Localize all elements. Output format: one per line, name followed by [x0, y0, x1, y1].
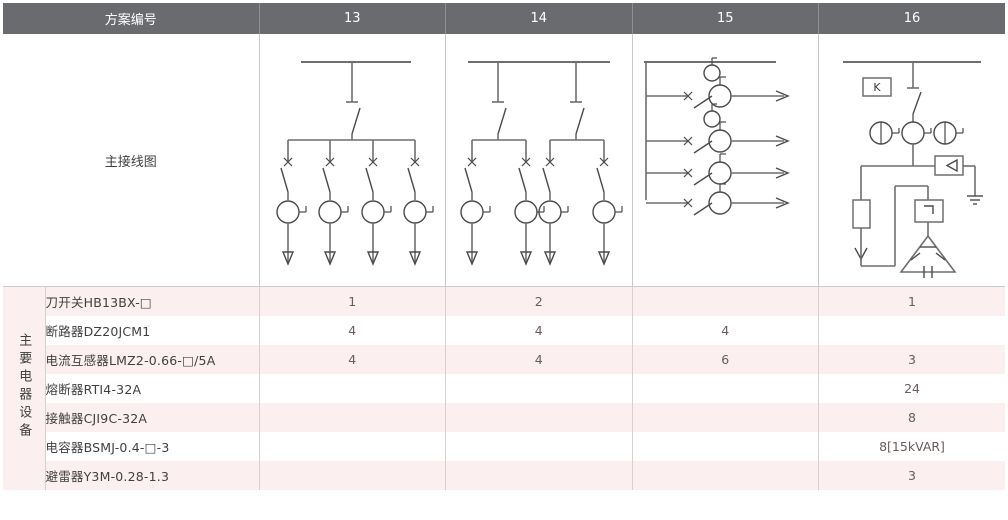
ct-left	[869, 121, 900, 145]
table-header: 方案编号 13 14 15 16	[3, 3, 1006, 34]
cell-15: 4	[632, 316, 820, 345]
cell-13	[259, 461, 447, 490]
cell-13: 4	[259, 316, 447, 345]
table-body: 主接线图	[3, 34, 1006, 490]
cell-14	[445, 432, 633, 461]
cell-15	[632, 461, 820, 490]
cell-16: 1	[818, 286, 1006, 316]
cell-15	[632, 403, 820, 432]
diagram-cell-13	[259, 34, 447, 287]
dual-incoming-four-feeder-diagram	[460, 60, 623, 266]
cell-16	[818, 316, 1006, 345]
cell-16: 24	[818, 374, 1006, 403]
header-col-13: 13	[259, 3, 447, 34]
item-name: 断路器DZ20JCM1	[45, 316, 260, 345]
cell-13	[259, 432, 447, 461]
cell-13	[259, 403, 447, 432]
cell-15: 6	[632, 345, 820, 374]
cell-14: 2	[445, 286, 633, 316]
table-row: 接触器CJI9C-32A 8	[3, 403, 1006, 432]
cell-16: 3	[818, 461, 1006, 490]
header-col-14: 14	[445, 3, 633, 34]
cell-15	[632, 374, 820, 403]
table-row: 熔断器RTI4-32A 24	[3, 374, 1006, 403]
ct-extra-1	[703, 57, 721, 82]
cell-13	[259, 374, 447, 403]
cell-13: 1	[259, 286, 447, 316]
diagram-row: 主接线图	[3, 34, 1006, 287]
header-scheme-number: 方案编号	[3, 3, 260, 34]
item-name: 电容器BSMJ-0.4-□-3	[45, 432, 260, 461]
svg-text:K: K	[873, 81, 881, 94]
cell-14: 4	[445, 345, 633, 374]
header-row: 方案编号 13 14 15 16	[3, 3, 1006, 34]
diagram-cell-16: K	[818, 34, 1006, 287]
diagram-cell-15	[632, 34, 820, 287]
table-row: 电容器BSMJ-0.4-□-3 8[15kVAR]	[3, 432, 1006, 461]
diagram-cell-14	[445, 34, 633, 287]
horizontal-bus-four-feeder-diagram	[644, 57, 791, 216]
cell-15	[632, 432, 820, 461]
k-label-box: K	[862, 77, 892, 97]
single-incoming-four-feeder-diagram	[276, 60, 434, 266]
item-name: 电流互感器LMZ2-0.66-□/5A	[45, 345, 260, 374]
cell-16: 3	[818, 345, 1006, 374]
item-name: 刀开关HB13BX-□	[45, 286, 260, 316]
cell-15	[632, 286, 820, 316]
ct-middle	[901, 121, 932, 145]
group-label-text: 主要电器设备	[16, 333, 32, 441]
cell-16: 8	[818, 403, 1006, 432]
table-row: 避雷器Y3M-0.28-1.3 3	[3, 461, 1006, 490]
table-row: 电流互感器LMZ2-0.66-□/5A 4 4 6 3	[3, 345, 1006, 374]
cell-16: 8[15kVAR]	[818, 432, 1006, 461]
group-label-main-equipment: 主要电器设备	[3, 286, 46, 490]
capacitor-compensation-diagram: K	[843, 60, 984, 278]
cell-14: 4	[445, 316, 633, 345]
cell-14	[445, 374, 633, 403]
spec-table-sheet: 方案编号 13 14 15 16 主接线图	[0, 3, 1008, 520]
header-col-15: 15	[632, 3, 820, 34]
scheme-spec-table: 方案编号 13 14 15 16 主接线图	[3, 3, 1006, 490]
cell-14	[445, 403, 633, 432]
item-name: 接触器CJI9C-32A	[45, 403, 260, 432]
item-name: 熔断器RTI4-32A	[45, 374, 260, 403]
cell-14	[445, 461, 633, 490]
table-row: 主要电器设备 刀开关HB13BX-□ 1 2 1	[3, 286, 1006, 490]
arrester-ground	[934, 155, 984, 205]
contactor-capacitor-bank	[899, 186, 957, 278]
cell-13: 4	[259, 345, 447, 374]
fuse-branch	[852, 166, 929, 267]
ct-right	[933, 121, 964, 145]
table-row: 断路器DZ20JCM1 4 4 4	[3, 316, 1006, 345]
item-name: 避雷器Y3M-0.28-1.3	[45, 461, 260, 490]
header-col-16: 16	[818, 3, 1006, 34]
diagram-row-label: 主接线图	[3, 34, 260, 287]
